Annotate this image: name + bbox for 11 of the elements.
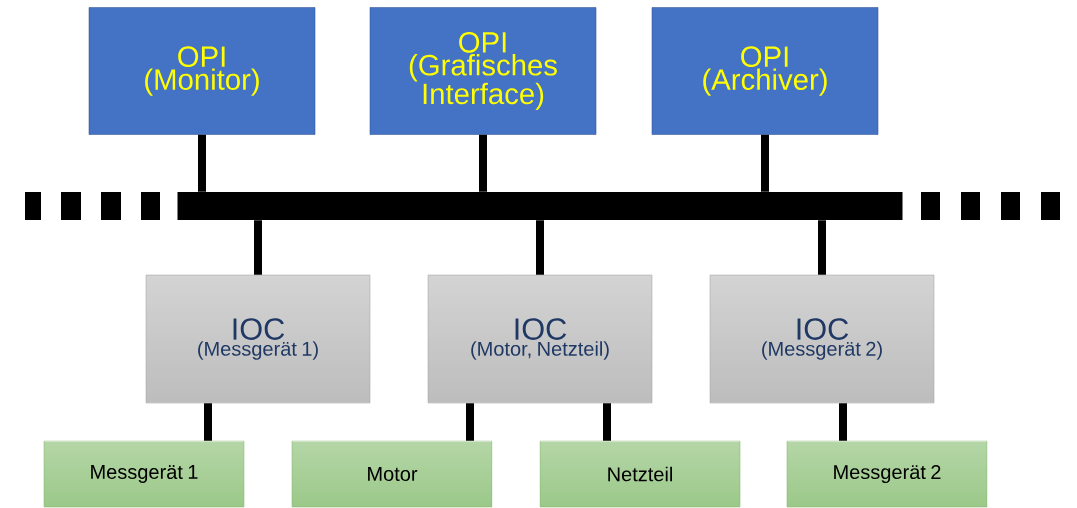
bus-bar	[177, 192, 903, 220]
ioc-box: IOC (Messgerät 1)	[145, 274, 371, 404]
device-box: Motor	[291, 440, 493, 508]
opi-box: OPI (Grafisches Interface)	[369, 7, 597, 135]
ioc-box: IOC (Messgerät 2)	[709, 274, 935, 404]
device-box: Netzteil	[539, 440, 741, 508]
opi-box: OPI (Monitor)	[88, 7, 316, 135]
device-box: Messgerät 1	[43, 440, 245, 508]
opi-box: OPI (Archiver)	[651, 7, 879, 135]
device-box: Messgerät 2	[786, 440, 988, 508]
ioc-box: IOC (Motor, Netzteil)	[427, 274, 653, 404]
